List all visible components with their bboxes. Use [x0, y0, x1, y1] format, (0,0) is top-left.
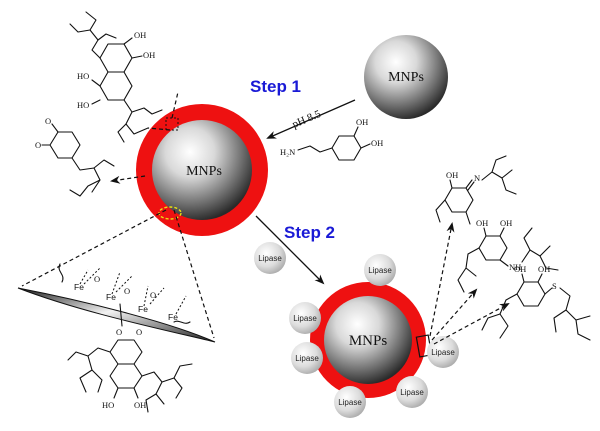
- step1-condition: pH 8.5: [290, 108, 323, 131]
- dopamine-amine: H₂N: [280, 147, 295, 157]
- o-bridge-2: O: [124, 286, 130, 296]
- imine-n: N: [474, 173, 480, 183]
- svg-text:OH: OH: [500, 218, 512, 228]
- imine-linkage-structure: OH N: [435, 155, 517, 225]
- dopamine-oh-1: OH: [356, 117, 368, 127]
- step1-label: Step 1: [250, 77, 301, 96]
- step2-label: Step 2: [284, 223, 335, 242]
- thioether-s: S: [552, 281, 557, 291]
- step2-arrow: [255, 215, 325, 285]
- svg-text:Lipase: Lipase: [295, 354, 319, 363]
- thioether-linkage-structure: OH OH S: [481, 264, 591, 341]
- bottom-o-2: O: [136, 327, 142, 337]
- bottom-catechol-oligomer: O O HO OH: [67, 327, 193, 413]
- dopamine-structure: OH OH H₂N: [280, 117, 383, 161]
- dimer-ho-1: HO: [77, 71, 89, 81]
- svg-text:Lipase: Lipase: [293, 314, 317, 323]
- bare-mnp-particle: MNPs: [364, 35, 448, 119]
- coated-mnp-label: MNPs: [186, 164, 222, 179]
- svg-text:OH: OH: [446, 170, 458, 180]
- surface-highlight: [158, 206, 182, 220]
- final-mnp-label: MNPs: [349, 333, 388, 349]
- bound-lipase-6: Lipase: [427, 336, 459, 368]
- svg-text:Lipase: Lipase: [368, 266, 392, 275]
- quinone-o-2: O: [35, 140, 41, 150]
- amine-linkage-structure: OH OH NH: [457, 218, 559, 293]
- catechol-dimer-structure: OH OH HO HO: [69, 11, 163, 143]
- step1-arrow: [266, 99, 356, 139]
- free-lipase-label: Lipase: [258, 254, 282, 263]
- bound-lipase-group: Lipase Lipase Lipase Lipase Lipase Lipas…: [289, 254, 459, 418]
- bottom-o-1: O: [116, 327, 122, 337]
- svg-text:OH: OH: [476, 218, 488, 228]
- quinone-o-1: O: [45, 116, 51, 126]
- fe-atom-3: Fe: [138, 304, 148, 314]
- bound-lipase-5: Lipase: [396, 376, 428, 408]
- magnetic-surface-needle: [17, 287, 216, 343]
- dimer-oh-1: OH: [134, 30, 146, 40]
- bound-lipase-2: Lipase: [289, 302, 321, 334]
- dopamine-oh-2: OH: [371, 138, 383, 148]
- svg-text:Lipase: Lipase: [400, 388, 424, 397]
- o-bridge-3: O: [150, 290, 156, 300]
- link-arrow-imine: [429, 222, 455, 337]
- fe-atom-2: Fe: [106, 292, 116, 302]
- bottom-ho-1: HO: [102, 400, 114, 410]
- o-bridge-1: O: [94, 274, 100, 284]
- quinone-structure: O O: [35, 116, 115, 197]
- svg-text:OH: OH: [514, 264, 526, 274]
- free-lipase: Lipase: [254, 242, 286, 274]
- bottom-oh-1: OH: [134, 400, 146, 410]
- dimer-oh-2: OH: [143, 50, 155, 60]
- svg-text:OH: OH: [538, 264, 550, 274]
- bound-lipase-1: Lipase: [364, 254, 396, 286]
- pda-coated-mnp: MNPs: [136, 104, 268, 236]
- quinone-arrow: [110, 175, 146, 184]
- bare-mnp-label: MNPs: [388, 70, 424, 85]
- lipase-immobilized-mnp: MNPs: [310, 282, 433, 398]
- svg-text:Lipase: Lipase: [338, 398, 362, 407]
- link-arrow-thioether: [433, 303, 510, 345]
- bound-lipase-3: Lipase: [291, 342, 323, 374]
- amine-nh: NH: [509, 262, 521, 272]
- link-arrow-amine: [431, 288, 478, 341]
- fe-atom-4: Fe: [168, 312, 178, 322]
- fe-coordination-cluster: Fe Fe Fe Fe O O O: [58, 263, 191, 327]
- svg-text:Lipase: Lipase: [431, 348, 455, 357]
- fe-atom-1: Fe: [74, 282, 84, 292]
- bound-lipase-4: Lipase: [334, 386, 366, 418]
- dimer-ho-2: HO: [77, 100, 89, 110]
